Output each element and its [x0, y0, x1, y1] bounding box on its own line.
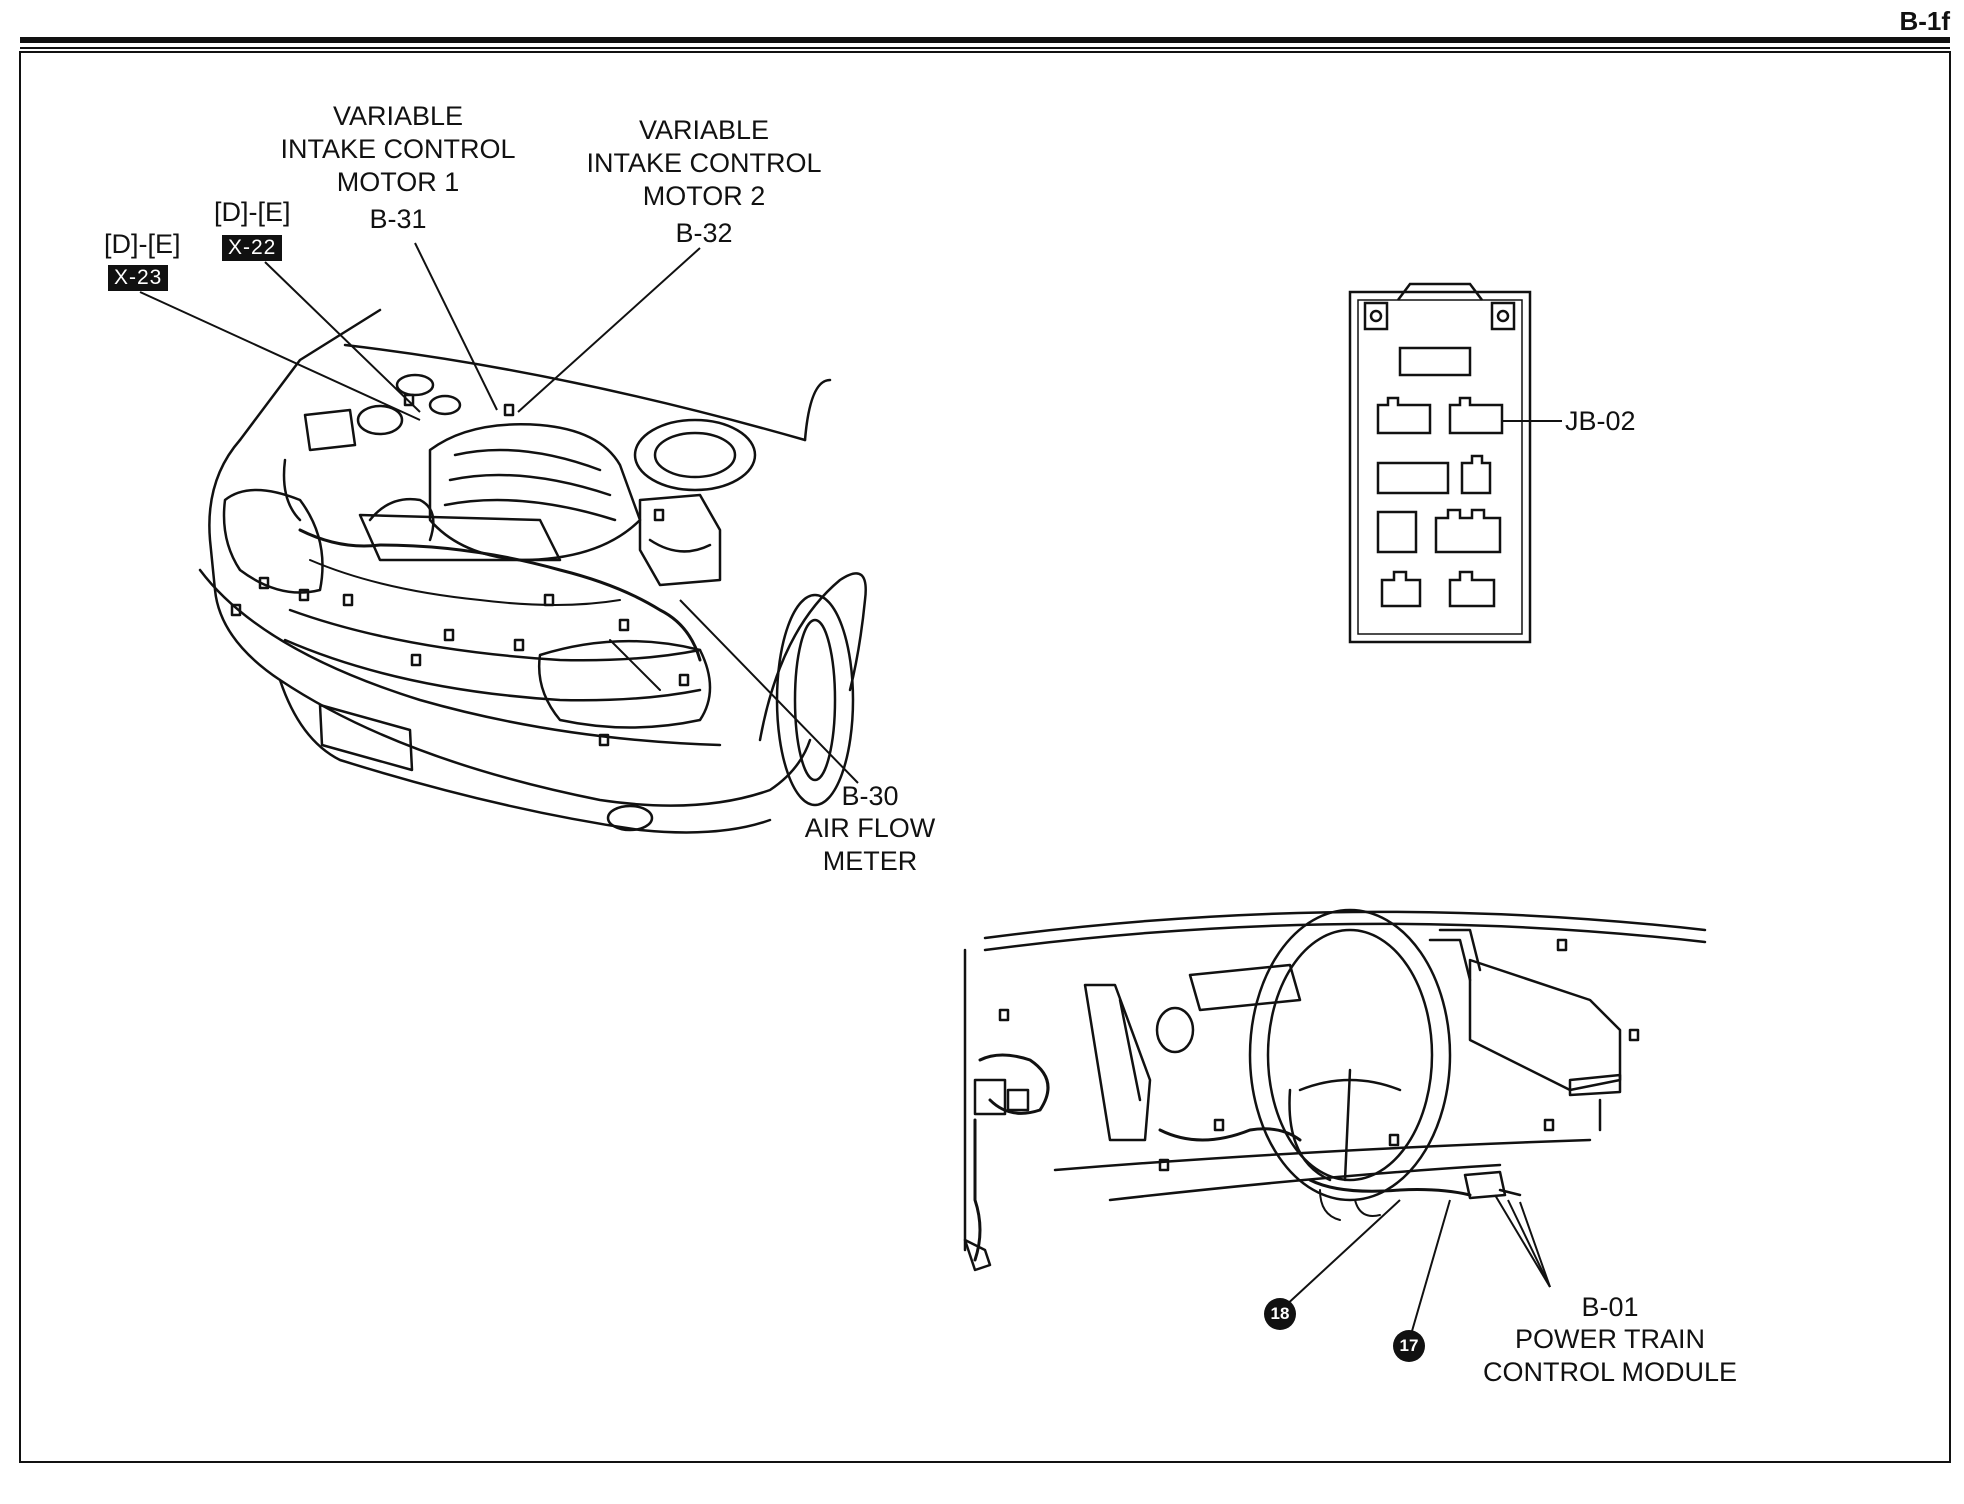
dashboard-illustration [963, 908, 1707, 1272]
x22-range-label: [D]-[E] [214, 197, 291, 227]
b31-code-label: B-31 [369, 204, 427, 234]
ground-point-18: 18 [1264, 1298, 1296, 1330]
ground-point-17: 17 [1393, 1330, 1425, 1362]
x22-connector-tag: X-22 [222, 235, 283, 261]
dashboard-leader-lines [1282, 1194, 1551, 1339]
b01-name-label: POWER TRAIN CONTROL MODULE [1482, 1324, 1738, 1387]
b32-code-label: B-32 [675, 218, 733, 248]
b30-code-label: B-30 [841, 781, 899, 811]
engine-leader-lines [139, 242, 859, 784]
b32-name-label: VARIABLE INTAKE CONTROL MOTOR 2 [586, 115, 822, 211]
x23-range-label: [D]-[E] [104, 229, 181, 259]
page-number: B-1f [1899, 6, 1950, 36]
b31-name-label: VARIABLE INTAKE CONTROL MOTOR 1 [280, 101, 516, 197]
b01-code-label: B-01 [1581, 1292, 1639, 1322]
b30-name-label: AIR FLOW METER [804, 813, 936, 876]
x23-connector-tag: X-23 [108, 265, 169, 291]
jb02-label: JB-02 [1565, 406, 1636, 436]
engine-bay-illustration [198, 308, 867, 834]
junction-box-illustration [1348, 282, 1562, 644]
page-frame [19, 37, 1951, 1463]
